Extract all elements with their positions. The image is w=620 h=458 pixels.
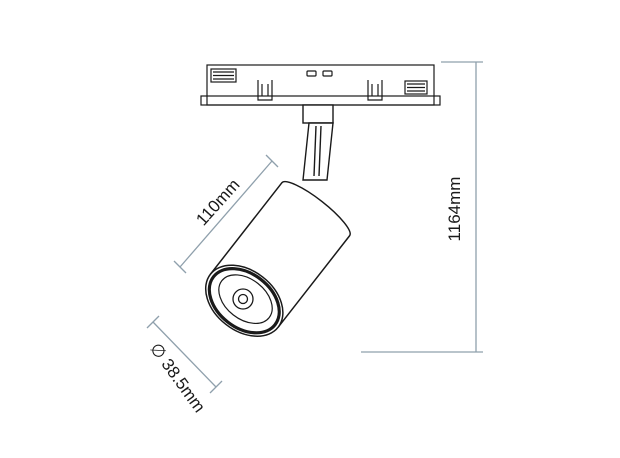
height-label: 1164mm	[445, 177, 464, 242]
lens-inner	[237, 293, 249, 305]
center-slot-right	[322, 70, 333, 77]
left-connector	[210, 68, 237, 83]
spotlight-body	[204, 180, 351, 337]
front-face-ring	[207, 267, 281, 335]
center-slot-left	[306, 70, 317, 77]
left-clip	[257, 80, 273, 101]
right-clip	[367, 80, 383, 101]
height-dimension	[361, 61, 483, 353]
front-face-inner	[218, 274, 273, 325]
diameter-dimension	[146, 315, 223, 394]
length-dimension	[173, 154, 279, 274]
diameter-label: ∅ 38.5mm	[146, 339, 209, 416]
track-adapter	[200, 64, 441, 106]
right-connector	[404, 80, 428, 95]
lens-outer	[232, 288, 254, 310]
stem	[302, 104, 334, 181]
